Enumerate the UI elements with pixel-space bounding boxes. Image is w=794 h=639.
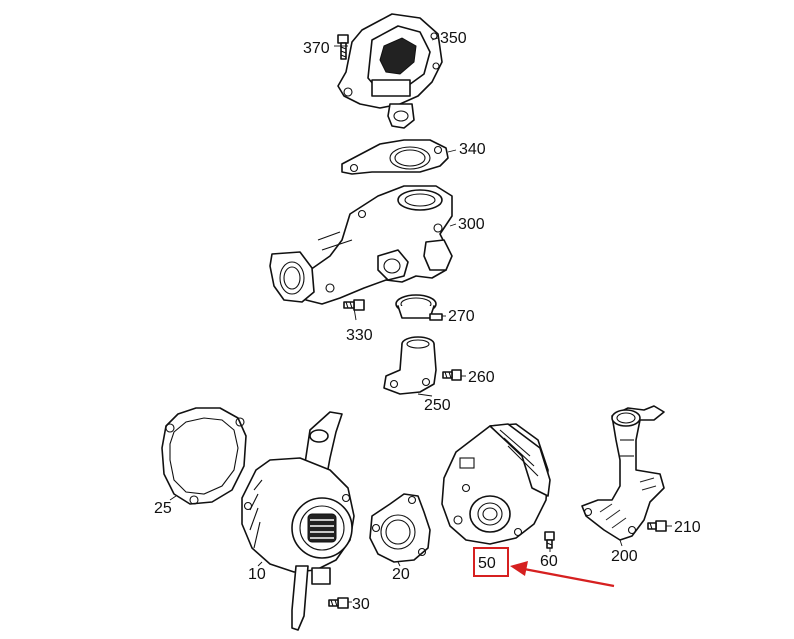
part-60-bolt (544, 531, 555, 549)
callout-350: 350 (440, 30, 467, 47)
callout-260: 260 (468, 369, 495, 386)
callout-330: 330 (346, 327, 373, 344)
part-300-manifold (269, 185, 453, 305)
highlight-arrowhead (510, 561, 528, 576)
part-250-pipe (383, 336, 437, 395)
callout-20: 20 (392, 566, 410, 583)
part-270-clamp (395, 294, 443, 321)
callout-200: 200 (611, 548, 638, 565)
highlight-box (473, 547, 509, 577)
highlight-arrow-shaft (523, 567, 615, 588)
leader-lines (169, 37, 672, 603)
callout-300: 300 (458, 216, 485, 233)
callout-60: 60 (540, 553, 558, 570)
part-25-gasket (161, 407, 247, 505)
callout-labels: 370 350 340 300 270 330 260 250 25 10 30… (154, 30, 701, 613)
part-30-bolt (328, 597, 349, 609)
part-200-pipe (581, 405, 665, 541)
part-370-bolt (337, 34, 349, 60)
part-50-egr-valve (441, 423, 551, 545)
part-350-actuator (337, 13, 443, 129)
part-20-gasket (369, 493, 431, 563)
callout-250: 250 (424, 397, 451, 414)
part-260-bolt (442, 369, 462, 381)
callout-270: 270 (448, 308, 475, 325)
callout-30: 30 (352, 596, 370, 613)
callout-25: 25 (154, 500, 172, 517)
part-330-bolt (343, 299, 365, 311)
callout-10: 10 (248, 566, 266, 583)
callout-340: 340 (459, 141, 486, 158)
highlighted-callout-50: 50 (473, 547, 615, 588)
callout-210: 210 (674, 519, 701, 536)
part-340-gasket (341, 139, 449, 175)
part-10-cooler (241, 411, 355, 631)
callout-370: 370 (303, 40, 330, 57)
callout-50: 50 (478, 555, 496, 572)
part-210-bolt (647, 520, 667, 532)
